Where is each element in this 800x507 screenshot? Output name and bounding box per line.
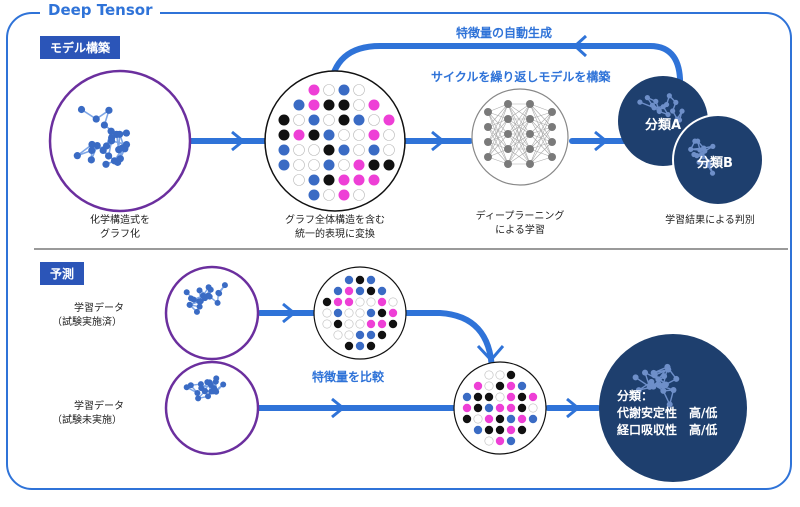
connector-arrows	[180, 43, 684, 411]
class-b-circle	[672, 114, 764, 206]
result-graph-overlay	[632, 363, 680, 408]
class-a-label: 分類A	[645, 118, 682, 133]
molecule-graph	[73, 105, 131, 168]
diagram-frame	[6, 12, 792, 490]
prediction-result-text: 分類： 代謝安定性 高/低 経口吸収性 高/低	[617, 389, 718, 437]
untrained-molecule-graph	[183, 375, 227, 402]
model-section-tag: モデル構築	[40, 36, 121, 59]
class-graph-overlay	[637, 93, 716, 176]
step3-caption: ディープラーニングによる学習	[475, 211, 565, 236]
section-divider	[34, 248, 788, 250]
untrained-graph-circle	[164, 360, 260, 456]
trained-molecule-graph	[183, 282, 228, 315]
tensor-grid	[278, 84, 395, 201]
step2-caption: グラフ全体構造を含む統一的表現に変換	[285, 215, 385, 240]
step4-caption: 学習結果による判別	[665, 215, 755, 226]
cycle-label: サイクルを繰り返しモデルを構築	[431, 70, 611, 84]
diagram-title: Deep Tensor	[40, 1, 161, 19]
feature-generation-label: 特徴量の自動生成	[456, 26, 553, 40]
predict-section-tag: 予測	[40, 262, 85, 285]
prediction-result-circle	[599, 334, 747, 482]
tensor-circle-representation	[264, 70, 406, 212]
trained-graph-circle	[164, 265, 260, 361]
untrained-data-label: 学習データ（試験未実施）	[52, 401, 124, 426]
compare-label: 特徴量を比較	[312, 370, 385, 384]
trained-data-label: 学習データ（試験実施済）	[52, 303, 124, 328]
step1-caption: 化学構造式をグラフ化	[90, 215, 150, 240]
arrow-heads	[231, 34, 609, 419]
neural-network-graph	[484, 100, 556, 168]
trained-tensor-grid	[322, 275, 398, 351]
class-b-label: 分類B	[697, 156, 733, 171]
untrained-tensor-grid	[462, 370, 538, 446]
